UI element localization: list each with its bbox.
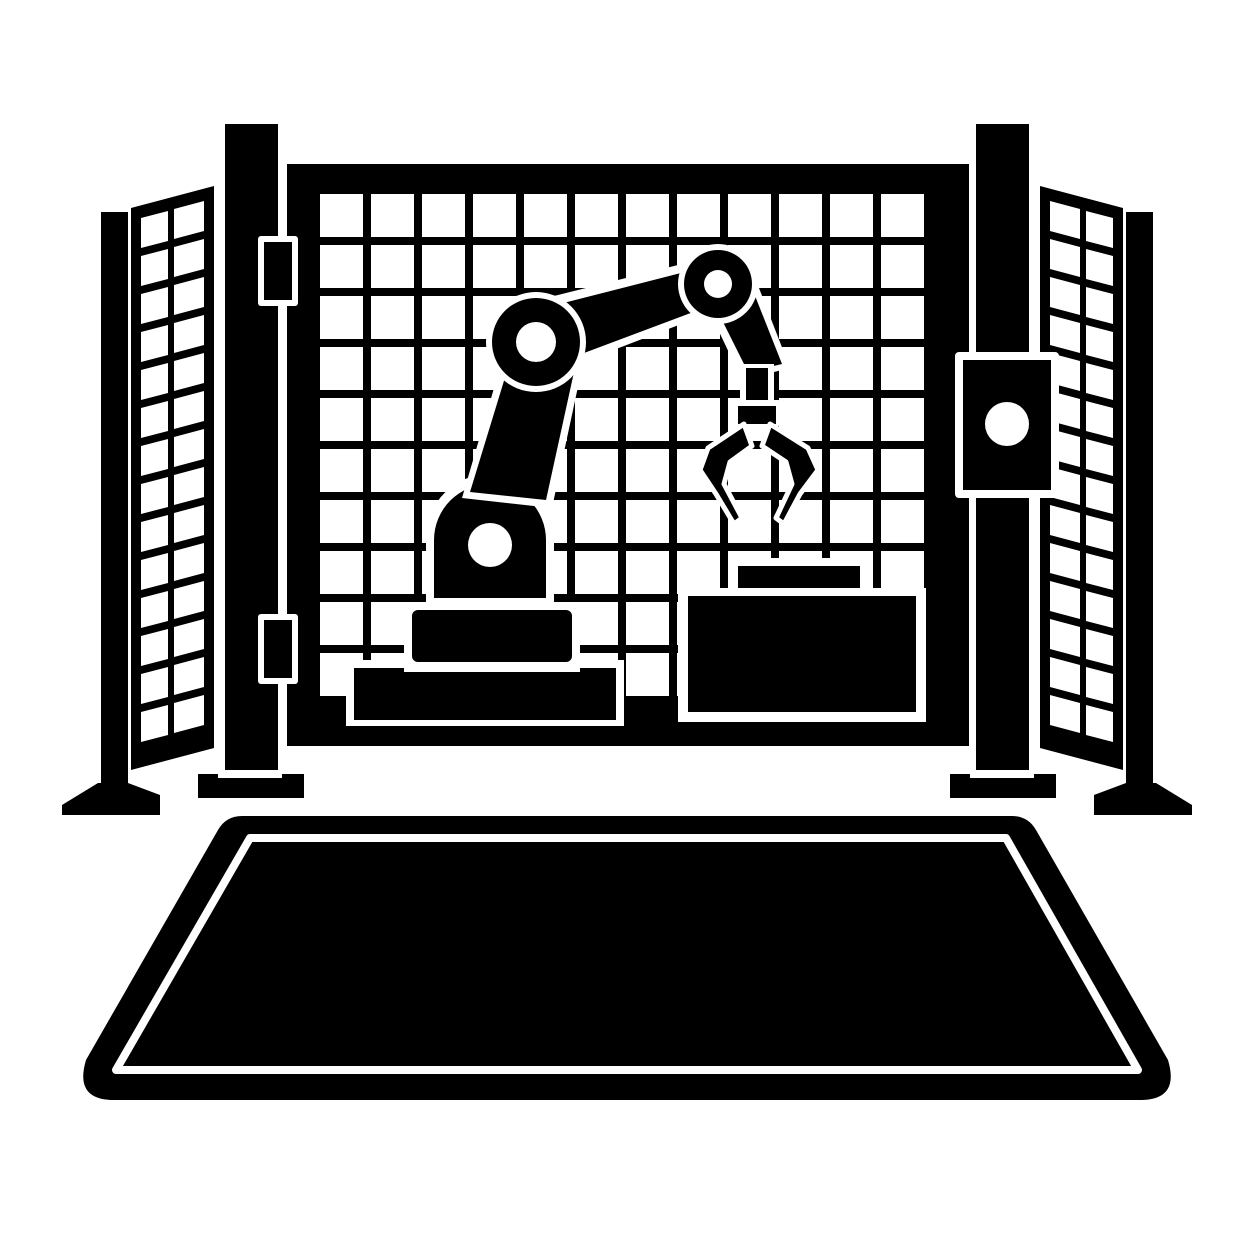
mesh-opening [881, 449, 924, 492]
mesh-opening [626, 500, 669, 543]
right-fence-panel [1040, 186, 1192, 815]
mesh-opening [728, 194, 771, 237]
mesh-opening [881, 296, 924, 339]
safety-floor-mat-icon [83, 816, 1171, 1100]
mesh-opening [422, 245, 465, 288]
mesh-opening [830, 500, 873, 543]
mesh-opening [830, 347, 873, 390]
mesh-opening [371, 449, 414, 492]
mesh-opening [881, 398, 924, 441]
mesh-opening [626, 398, 669, 441]
mesh-opening [677, 347, 720, 390]
mesh-opening [626, 347, 669, 390]
door-switch-icon [955, 352, 1059, 498]
mesh-opening [320, 194, 363, 237]
mesh-opening [320, 296, 363, 339]
right-main-post [950, 124, 1059, 798]
mesh-opening [371, 194, 414, 237]
mesh-opening [422, 194, 465, 237]
mesh-opening [830, 194, 873, 237]
mesh-opening [677, 551, 720, 594]
mesh-opening [422, 347, 465, 390]
mesh-opening [473, 245, 516, 288]
hinge-icon [258, 236, 298, 306]
mesh-opening [371, 296, 414, 339]
left-main-post [198, 124, 304, 798]
mesh-opening [779, 194, 822, 237]
mesh-opening [575, 449, 618, 492]
mesh-opening [881, 245, 924, 288]
mesh-opening [575, 602, 618, 645]
mesh-opening [575, 194, 618, 237]
mesh-opening [779, 245, 822, 288]
gripper-icon [697, 400, 821, 527]
mesh-opening [779, 296, 822, 339]
mesh-opening [320, 245, 363, 288]
workpiece-table-icon [678, 558, 926, 722]
mesh-opening [881, 551, 924, 594]
mesh-opening [830, 245, 873, 288]
mesh-opening [830, 296, 873, 339]
mesh-opening [371, 347, 414, 390]
mesh-opening [626, 449, 669, 492]
mesh-opening [575, 500, 618, 543]
mesh-opening [626, 551, 669, 594]
mesh-opening [524, 245, 567, 288]
mesh-opening [830, 398, 873, 441]
mesh-opening [371, 398, 414, 441]
mesh-opening [371, 500, 414, 543]
mesh-opening [626, 194, 669, 237]
hinge-icon [258, 614, 298, 684]
mesh-opening [320, 398, 363, 441]
mesh-opening [881, 500, 924, 543]
mesh-opening [371, 551, 414, 594]
mesh-opening [677, 500, 720, 543]
mesh-opening [320, 449, 363, 492]
mesh-opening [881, 347, 924, 390]
left-fence-panel [62, 186, 214, 815]
mesh-opening [677, 398, 720, 441]
mesh-opening [422, 398, 465, 441]
robotic-arm-icon [346, 244, 790, 726]
mesh-opening [524, 194, 567, 237]
mesh-opening [320, 500, 363, 543]
mesh-opening [626, 602, 669, 645]
mesh-opening [575, 398, 618, 441]
mesh-opening [320, 347, 363, 390]
mesh-opening [371, 245, 414, 288]
mesh-opening [320, 602, 363, 645]
mesh-opening [575, 245, 618, 288]
mesh-opening [422, 296, 465, 339]
mesh-opening [575, 551, 618, 594]
mesh-opening [830, 449, 873, 492]
mesh-opening [473, 194, 516, 237]
mesh-opening [320, 551, 363, 594]
mesh-opening [626, 653, 669, 696]
left-panel-mesh [141, 201, 204, 742]
mesh-opening [677, 194, 720, 237]
mesh-opening [881, 194, 924, 237]
